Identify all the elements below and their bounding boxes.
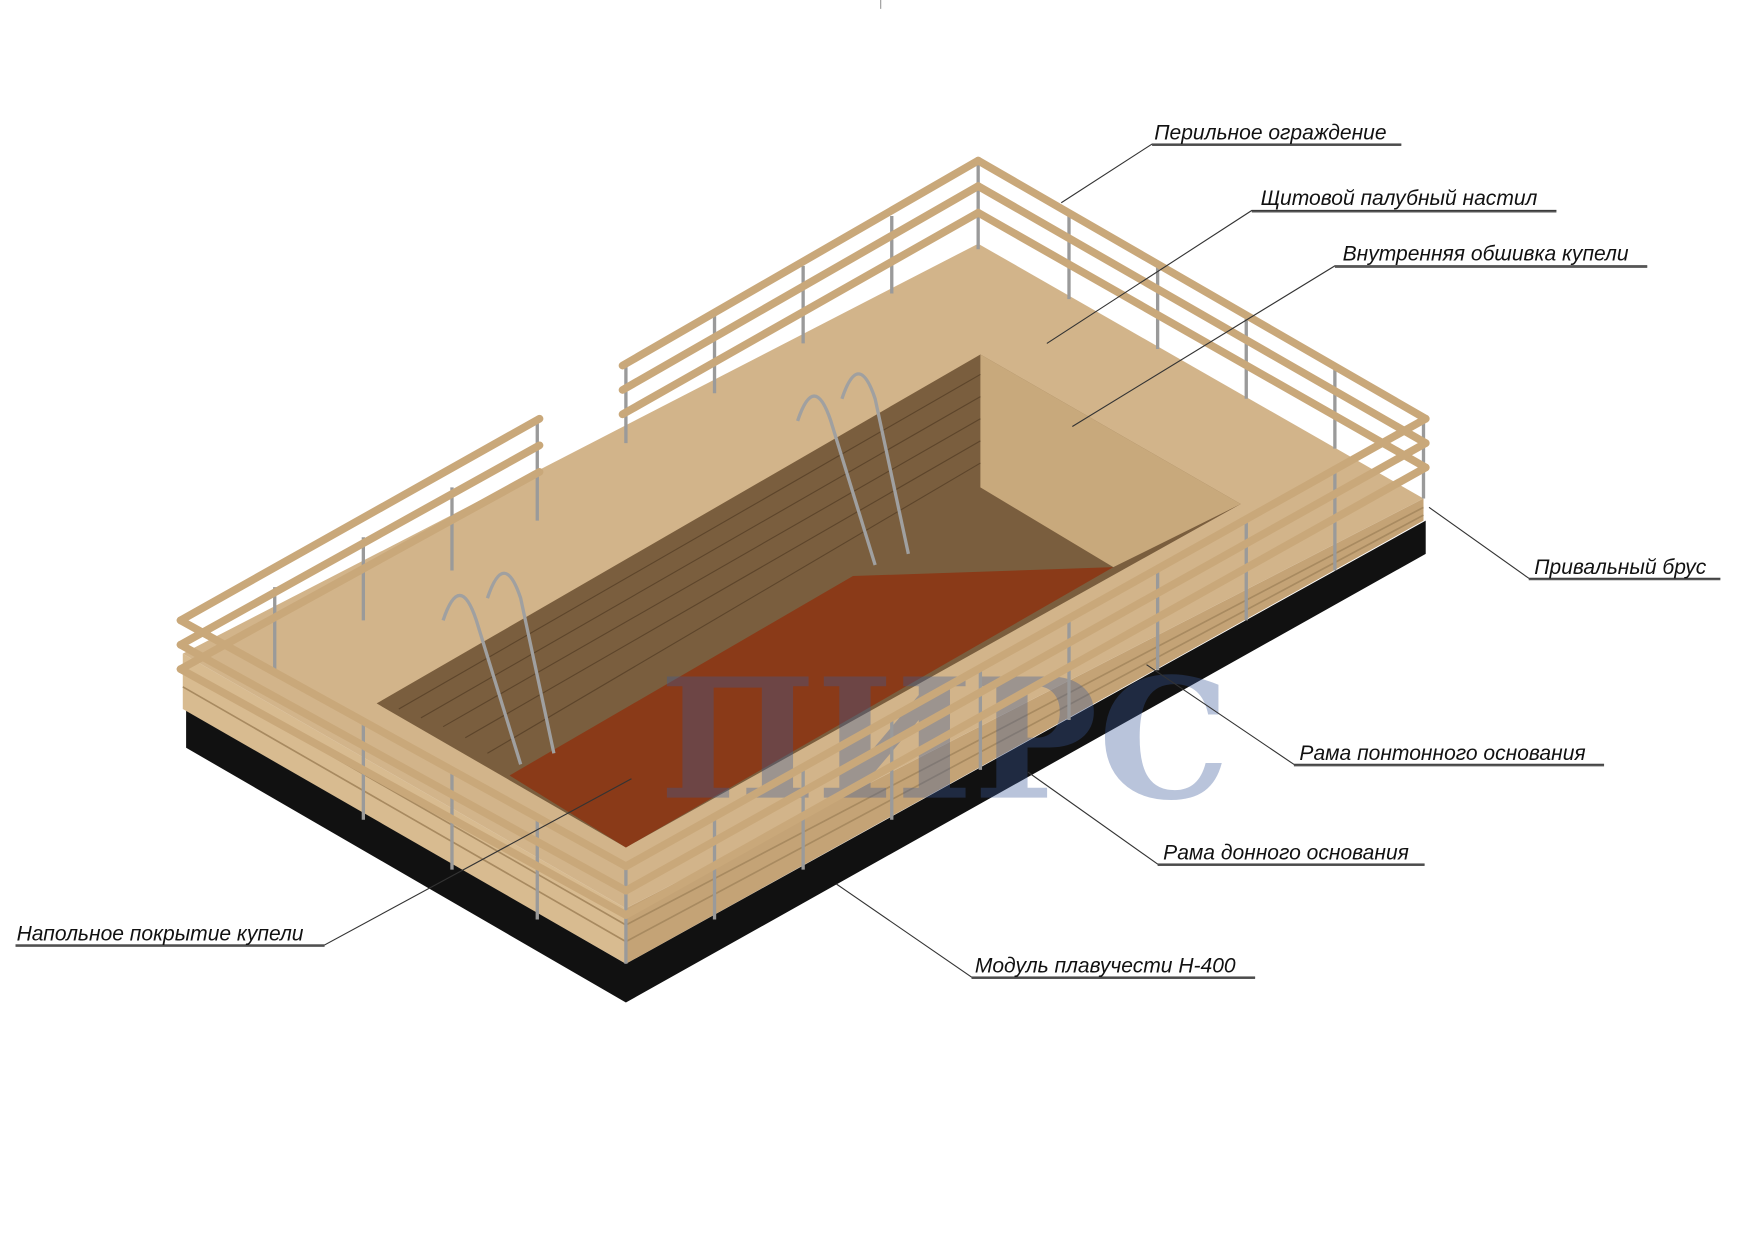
callouts: Перильное ограждение Щитовой палубный на… (15, 122, 1721, 980)
label-deck: Щитовой палубный настил (1261, 187, 1538, 210)
label-bottom-frame: Рама донного основания (1163, 842, 1409, 865)
callout-pool-floor: Напольное покрытие купели (15, 778, 632, 947)
label-fender-beam: Привальный брус (1534, 556, 1706, 579)
railing (176, 156, 1430, 964)
ladders (441, 372, 911, 765)
label-float-module: Модуль плавучести Н-400 (975, 955, 1236, 978)
pool (376, 354, 1241, 848)
label-pontoon-frame: Рама понтонного основания (1299, 742, 1585, 765)
callout-inner-lining: Внутренняя обшивка купели (1072, 242, 1648, 427)
callout-float-module: Модуль плавучести Н-400 (836, 883, 1256, 980)
callout-bottom-frame: Рама донного основания (1027, 771, 1425, 867)
callout-fender-beam: Привальный брус (1428, 506, 1721, 581)
label-inner-lining: Внутренняя обшивка купели (1343, 242, 1629, 265)
callout-railing: Перильное ограждение (1060, 122, 1402, 204)
inner-lining-wall (980, 354, 1241, 568)
label-railing: Перильное ограждение (1154, 122, 1386, 145)
callout-pontoon-frame: Рама понтонного основания (1146, 664, 1605, 767)
callout-deck: Щитовой палубный настил (1046, 187, 1557, 344)
pool-floor (509, 567, 1114, 848)
label-pool-floor: Напольное покрытие купели (17, 923, 304, 946)
